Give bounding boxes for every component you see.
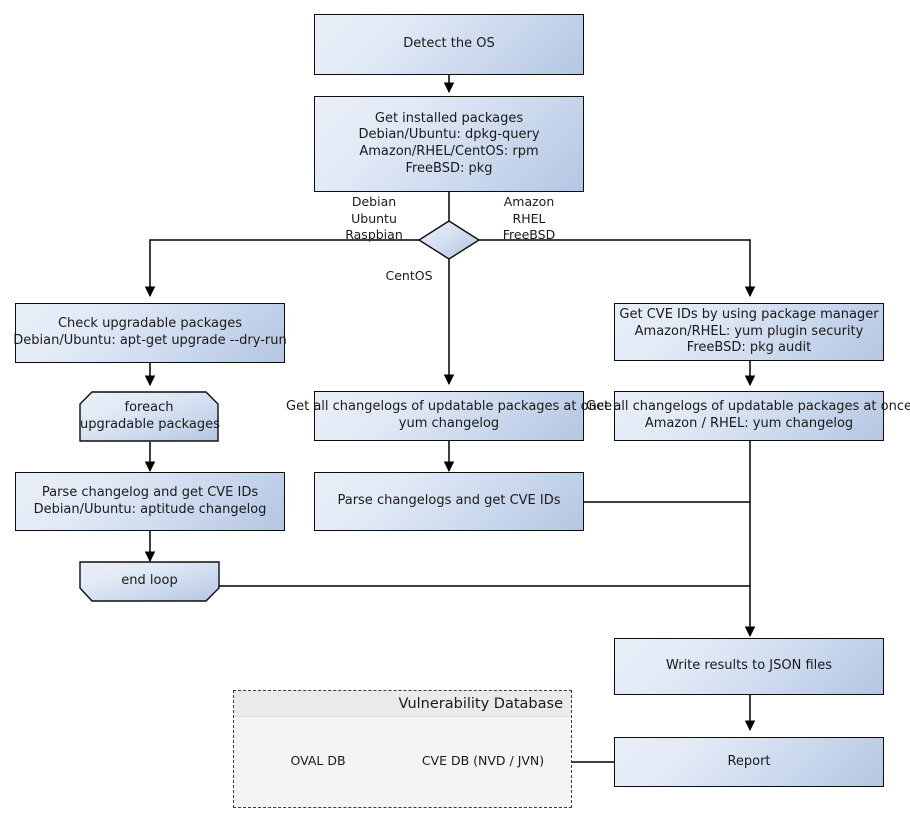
vulnerability-database-title: Vulnerability Database <box>234 691 571 717</box>
wire-decision-right <box>479 239 756 298</box>
node-get-installed-line1: Get installed packages <box>374 110 524 126</box>
node-changelogs-right[interactable]: Get all changelogs of updatable packages… <box>586 391 910 441</box>
node-get-cve-line1: Get CVE IDs by using package manager <box>619 307 879 323</box>
node-get-cve-line3: FreeBSD: pkg audit <box>686 340 812 356</box>
node-report-label: Report <box>727 753 771 769</box>
node-get-installed-line2: Debian/Ubuntu: dpkg-query <box>358 127 540 143</box>
node-get-cve-package-manager[interactable]: Get CVE IDs by using package manager Ama… <box>614 303 884 361</box>
edge-label-right-1: Amazon <box>503 194 555 209</box>
edge-label-left-2: Ubuntu <box>351 210 397 226</box>
node-parse-changelogs-center[interactable]: Parse changelogs and get CVE IDs <box>314 472 584 531</box>
vulnerability-database-group: Vulnerability Database <box>233 690 572 808</box>
node-check-upgradable-line2: Debian/Ubuntu: apt-get upgrade --dry-run <box>13 333 287 348</box>
node-report[interactable]: Report <box>614 737 884 787</box>
node-write-results-json[interactable]: Write results to JSON files <box>614 638 884 695</box>
edge-label-left-branch: Debian Ubuntu Raspbian <box>334 194 414 244</box>
node-foreach-line1: foreach <box>124 399 174 415</box>
node-detect-os[interactable]: Detect the OS <box>314 14 584 75</box>
node-end-loop[interactable]: end loop <box>80 562 219 601</box>
oval-db-node[interactable]: OVAL DB <box>250 730 386 796</box>
decision-diamond <box>417 220 481 260</box>
node-changelogs-right-line1: Get all changelogs of updatable packages… <box>586 399 910 415</box>
node-get-cve-line2: Amazon/RHEL: yum plugin security <box>634 323 864 339</box>
node-parse-changelog-left-line2: Debian/Ubuntu: aptitude changelog <box>33 501 267 517</box>
node-changelogs-right-line2: Amazon / RHEL: yum changelog <box>644 416 854 431</box>
node-check-upgradable-line1: Check upgradable packages <box>57 316 243 332</box>
node-foreach-line2: upgradable packages <box>80 416 220 432</box>
node-changelogs-center[interactable]: Get all changelogs of updatable packages… <box>286 391 612 441</box>
node-parse-changelog-left[interactable]: Parse changelog and get CVE IDs Debian/U… <box>15 472 285 531</box>
node-detect-os-label: Detect the OS <box>403 36 495 52</box>
cve-db-label: CVE DB (NVD / JVN) <box>421 753 545 768</box>
edge-label-right-2: RHEL <box>512 210 546 226</box>
node-write-results-json-label: Write results to JSON files <box>665 658 833 674</box>
edge-label-right-3: FreeBSD <box>502 227 556 242</box>
oval-db-label: OVAL DB <box>290 753 346 768</box>
cve-db-node[interactable]: CVE DB (NVD / JVN) <box>415 730 551 796</box>
edge-label-center-branch: CentOS <box>385 268 433 283</box>
node-changelogs-center-line1: Get all changelogs of updatable packages… <box>286 399 612 415</box>
node-parse-changelog-left-line1: Parse changelog and get CVE IDs <box>41 484 259 500</box>
edge-label-left-1: Debian <box>351 194 397 209</box>
node-get-installed-line4: FreeBSD: pkg <box>405 160 493 176</box>
edge-label-left-3: Raspbian <box>345 227 403 242</box>
node-check-upgradable[interactable]: Check upgradable packages Debian/Ubuntu:… <box>13 303 287 363</box>
edge-label-right-branch: Amazon RHEL FreeBSD <box>489 194 569 244</box>
node-changelogs-center-line2: yum changelog <box>398 416 500 431</box>
node-parse-changelogs-center-label: Parse changelogs and get CVE IDs <box>337 493 561 509</box>
node-get-installed-packages[interactable]: Get installed packages Debian/Ubuntu: dp… <box>314 96 584 192</box>
node-get-installed-line3: Amazon/RHEL/CentOS: rpm <box>359 144 539 159</box>
node-end-loop-label: end loop <box>121 573 178 589</box>
node-foreach-loop[interactable]: foreach upgradable packages <box>80 392 220 441</box>
